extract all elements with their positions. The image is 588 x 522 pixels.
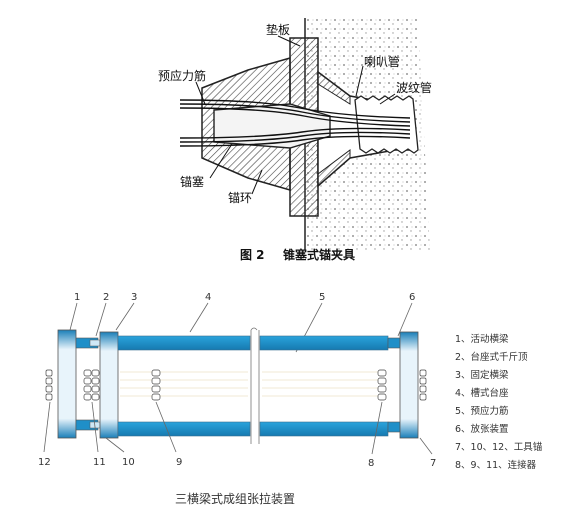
connectors-9 <box>151 369 161 401</box>
right-end-beam <box>399 331 419 439</box>
callout-3: 3 <box>131 292 137 303</box>
label-bearing-plate: 垫板 <box>266 22 290 37</box>
leader-lines <box>195 35 396 195</box>
top-callouts: 1 2 3 4 5 6 <box>74 292 415 303</box>
callout-8: 8 <box>368 458 374 469</box>
callout-10: 10 <box>122 457 135 468</box>
tool-anchors-12 <box>45 369 53 401</box>
bottom-leaders <box>43 401 433 455</box>
callout-11: 11 <box>93 457 106 468</box>
callout-12: 12 <box>38 457 51 468</box>
label-ring: 锚环 <box>228 190 252 205</box>
movable-beam <box>57 329 77 439</box>
legend-item: 2、台座式千斤顶 <box>455 351 528 363</box>
top-leaders <box>69 302 413 353</box>
pedestal-bar-bottom-right <box>259 421 389 437</box>
legend-item: 1、活动横梁 <box>455 333 509 345</box>
figure-1-caption-text: 锥塞式锚夹具 <box>283 247 355 262</box>
legend-item: 4、槽式台座 <box>455 387 509 399</box>
legend-item: 8、9、11、连接器 <box>455 459 537 471</box>
tendon-strands <box>179 99 411 147</box>
legend: 1、活动横梁 2、台座式千斤顶 3、固定横梁 4、槽式台座 5、预应力筋 6、放… <box>455 333 543 471</box>
break-marks <box>250 327 260 444</box>
legend-item: 6、放张装置 <box>455 423 509 435</box>
figure-2-tension-device: 1 2 3 4 5 6 <box>38 292 543 506</box>
bottom-callouts: 12 11 10 9 8 7 <box>38 457 436 469</box>
connectors-8 <box>377 369 387 401</box>
figure-2-caption: 三横梁式成组张拉装置 <box>175 491 295 506</box>
pedestal-bar-top-left <box>117 335 251 351</box>
figure-1-cone-anchor: 垫板 喇叭管 预应力筋 波纹管 锚塞 锚环 图 2 锥塞式锚夹具 <box>158 18 432 262</box>
callout-5: 5 <box>319 292 325 303</box>
legend-item: 5、预应力筋 <box>455 405 509 417</box>
horn-pipe-hatch <box>317 71 351 188</box>
callout-7: 7 <box>430 458 436 469</box>
prestress-tendons <box>120 371 386 397</box>
callout-1: 1 <box>74 292 80 303</box>
pedestal-bar-bottom-left <box>117 421 251 437</box>
tool-anchors-7 <box>419 369 427 401</box>
connector-stub-top <box>89 339 101 347</box>
label-plug: 锚塞 <box>180 174 204 189</box>
callout-6: 6 <box>409 292 415 303</box>
callout-2: 2 <box>103 292 109 303</box>
legend-item: 7、10、12、工具锚 <box>455 441 543 453</box>
fixed-beam <box>99 331 119 439</box>
label-corrugated-duct: 波纹管 <box>396 80 432 95</box>
pedestal-bar-top-right <box>259 335 389 351</box>
callout-9: 9 <box>176 457 182 468</box>
label-horn-pipe: 喇叭管 <box>364 54 400 69</box>
callout-4: 4 <box>205 292 211 303</box>
connectors-11 <box>83 369 100 401</box>
legend-item: 3、固定横梁 <box>455 369 509 381</box>
label-tendon: 预应力筋 <box>158 68 206 83</box>
figure-1-caption-number: 图 2 <box>240 248 265 262</box>
